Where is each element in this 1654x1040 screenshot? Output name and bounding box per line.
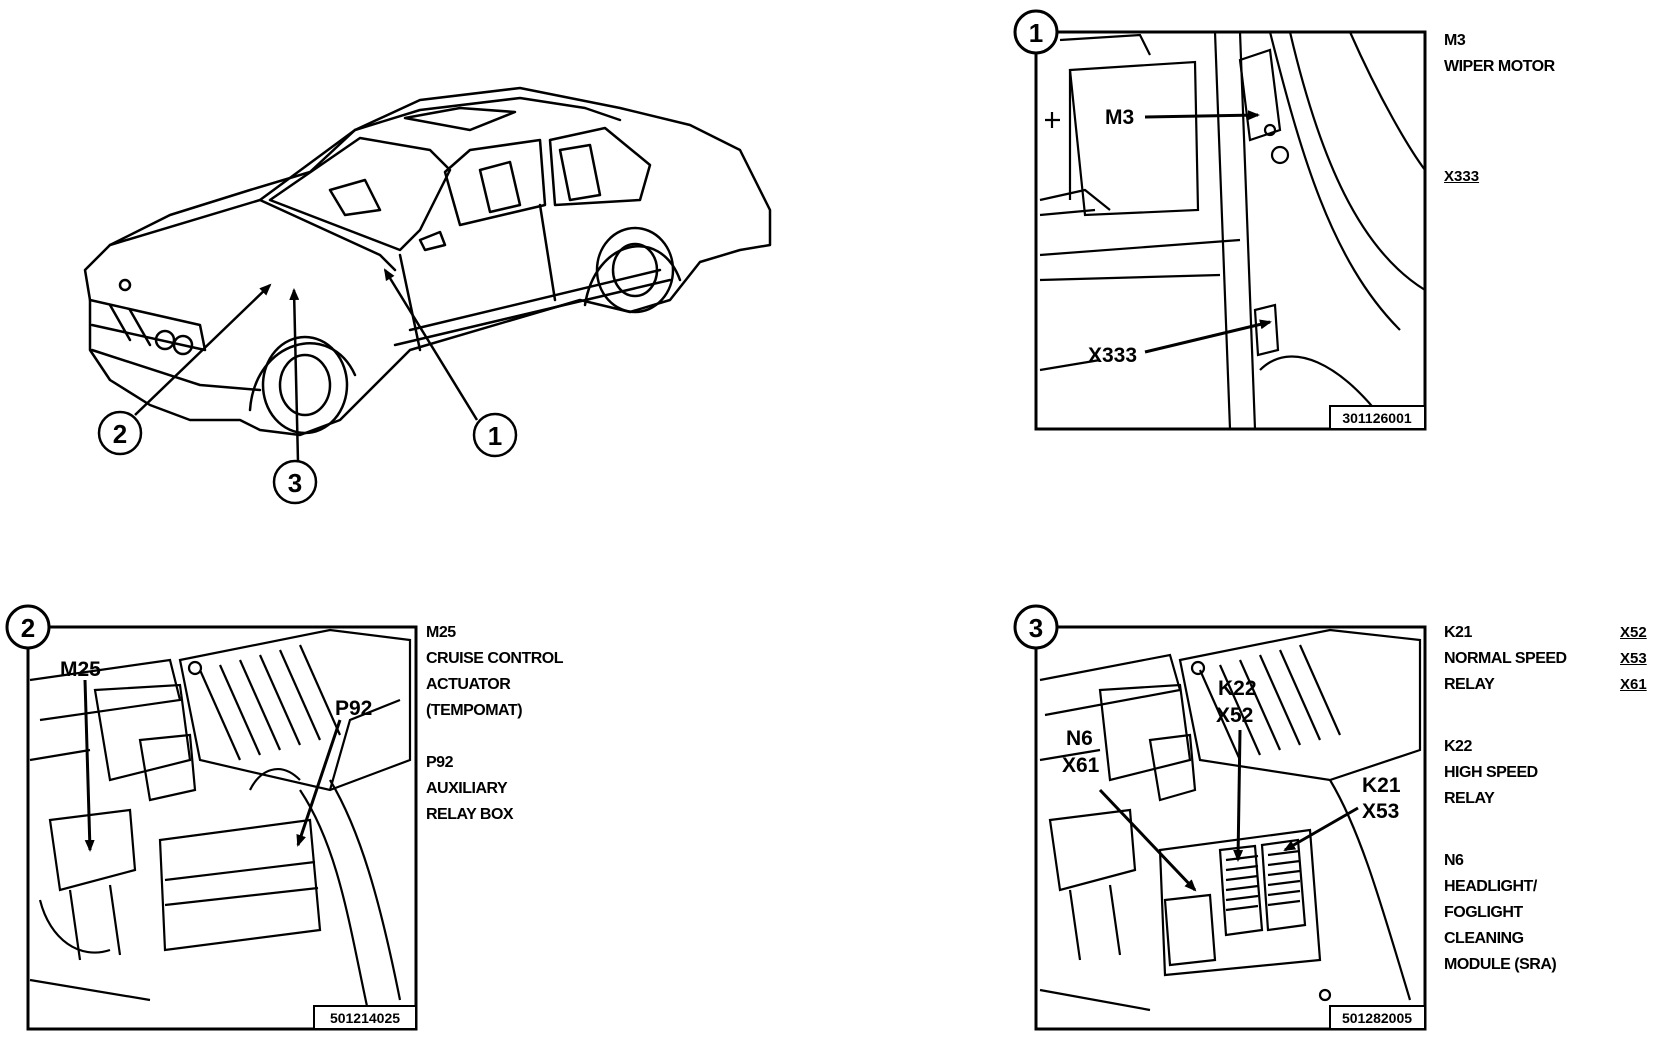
panel-3-legend-line: K22: [1444, 738, 1472, 755]
panel-3-number: 3: [1029, 613, 1043, 643]
panel-2-legend-line: RELAY BOX: [426, 806, 514, 823]
panel-2-legend-line: AUXILIARY: [426, 780, 508, 797]
panel-3-legend-line: [1444, 838, 1567, 848]
panel-3-drawing: [1039, 628, 1422, 1012]
overview-leaders: [134, 268, 479, 463]
panel-1-number: 1: [1029, 18, 1043, 48]
panel-2-part-number: 501214025: [330, 1010, 400, 1026]
overview-callout-3: 3: [272, 459, 318, 505]
panel-3-legend-line: CLEANING: [1444, 930, 1524, 947]
panel-2-legend: M25 CRUISE CONTROL ACTUATOR (TEMPOMAT) P…: [426, 620, 564, 828]
panel-3-connectors: X52 X53 X61: [1620, 620, 1647, 698]
panel-2-number: 2: [21, 613, 35, 643]
panel-1-part-number: 301126001: [1342, 410, 1412, 426]
overview-callout-2-label: 2: [113, 419, 127, 449]
overview-callout-1-label: 1: [488, 421, 502, 451]
panel-1-legend: M3 WIPER MOTOR: [1444, 28, 1555, 80]
panel-3-label-n6: N6: [1066, 727, 1093, 750]
panel-2-legend-line: P92: [426, 754, 453, 771]
panel-1-legend-line: WIPER MOTOR: [1444, 58, 1555, 75]
panel-3-legend-line: [1444, 724, 1567, 734]
panel-3-legend-line: RELAY: [1444, 676, 1495, 693]
panel-2: M25 P92 501214025 2: [5, 604, 418, 1031]
panel-1-legend-line: M3: [1444, 32, 1466, 49]
panel-3-legend: K21 NORMAL SPEED RELAY K22 HIGH SPEED RE…: [1444, 620, 1567, 978]
overview-callout-3-label: 3: [288, 468, 302, 498]
panel-3-legend-line: [1444, 812, 1567, 838]
panel-2-drawing: [29, 628, 412, 1021]
panel-2-legend-line: [426, 724, 563, 750]
panel-3-connector-x53: X53: [1620, 650, 1647, 667]
panel-3-legend-line: MODULE (SRA): [1444, 956, 1557, 973]
panel-1-connector-x333: X333: [1444, 168, 1480, 185]
panel-3-label-x53: X53: [1362, 800, 1399, 823]
panel-3-legend-line: HEADLIGHT/: [1444, 878, 1537, 895]
overview-callout-2: 2: [97, 410, 143, 456]
panel-3-legend-line: FOGLIGHT: [1444, 904, 1523, 921]
panel-3: K22 X52 N6 X61 K21 X53 501282005 3: [1013, 604, 1427, 1031]
panel-2-legend-line: M25: [426, 624, 456, 641]
panel-1: M3 X333 301126001 1: [1013, 9, 1427, 431]
panel-3-label-x52: X52: [1216, 704, 1253, 727]
panel-1-frame: [1034, 30, 1427, 431]
panel-2-legend-line: CRUISE CONTROL: [426, 650, 564, 667]
panel-3-connector-x52: X52: [1620, 624, 1647, 641]
panel-1-label-x333: X333: [1088, 344, 1137, 367]
panel-2-legend-line: (TEMPOMAT): [426, 702, 523, 719]
panel-1-drawing: [1039, 31, 1426, 430]
panel-3-part-number: 501282005: [1342, 1010, 1412, 1026]
panel-3-connector-x61: X61: [1620, 676, 1647, 693]
panel-2-frame: [26, 625, 418, 1031]
panel-1-label-m3: M3: [1105, 106, 1134, 129]
car-overview: [83, 86, 772, 437]
panel-3-legend-line: NORMAL SPEED: [1444, 650, 1567, 667]
panel-2-label-m25: M25: [60, 658, 101, 681]
panel-3-label-k21: K21: [1362, 774, 1401, 797]
panel-3-legend-line: HIGH SPEED: [1444, 764, 1538, 781]
panel-3-label-x61: X61: [1062, 754, 1100, 777]
panel-3-legend-line: RELAY: [1444, 790, 1495, 807]
panel-2-label-p92: P92: [335, 697, 372, 720]
panel-3-legend-line: K21: [1444, 624, 1472, 641]
panel-3-label-k22: K22: [1218, 677, 1257, 700]
panel-3-legend-line: N6: [1444, 852, 1464, 869]
panel-2-legend-line: ACTUATOR: [426, 676, 511, 693]
overview-callout-1: 1: [472, 412, 518, 458]
panel-3-legend-line: [1444, 698, 1567, 724]
